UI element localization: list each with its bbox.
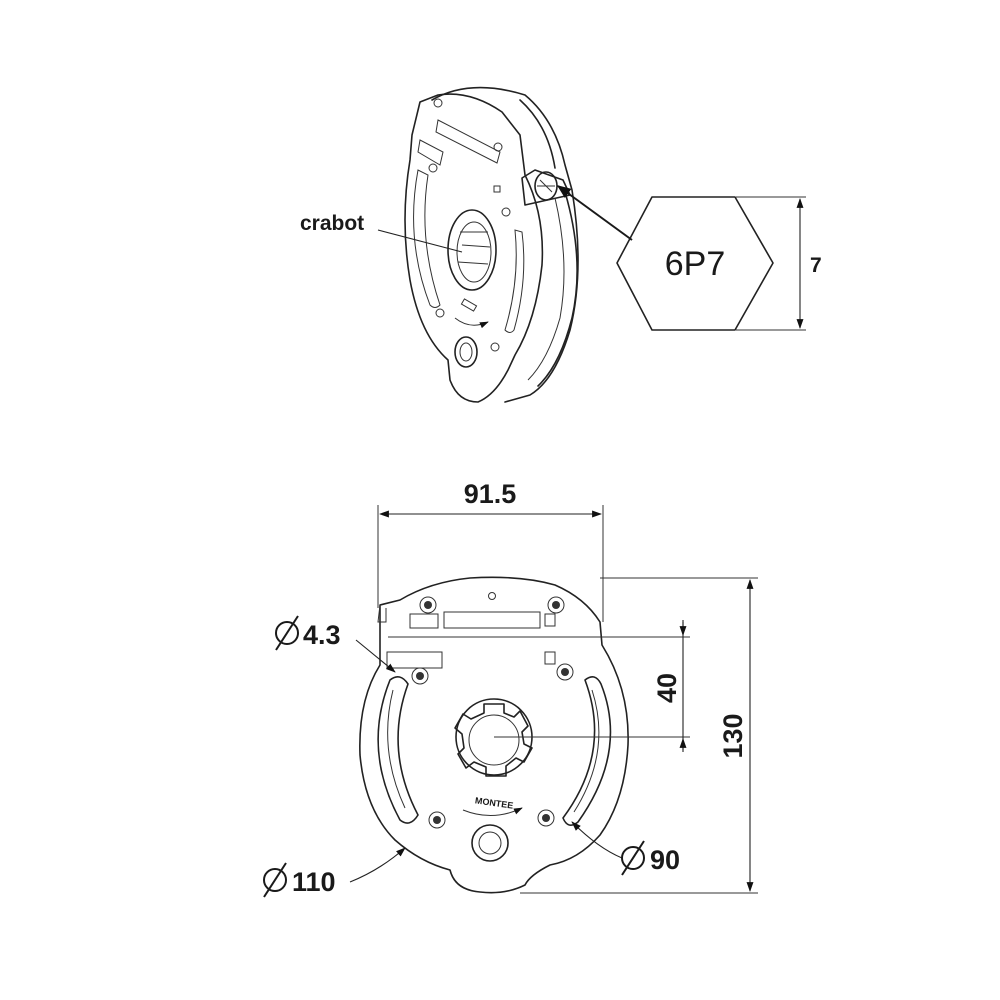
diameter-icon (263, 862, 287, 898)
hex-code-label: 6P7 (665, 245, 726, 283)
hex-callout: 6P7 7 (556, 185, 822, 331)
right-slot (562, 676, 612, 826)
hex-height-label: 7 (810, 254, 822, 277)
hex-symbol (616, 196, 774, 331)
perspective-view (404, 86, 579, 403)
slot-diameter-label: 90 (650, 845, 680, 875)
width-label: 91.5 (464, 479, 517, 509)
left-slot (377, 676, 419, 824)
diameter-icon (621, 840, 645, 876)
slot-diameter-callout: 90 (571, 821, 680, 876)
height-label: 130 (718, 713, 748, 758)
hole-diameter-callout: 4.3 (275, 615, 396, 673)
outer-diameter-callout: 110 (263, 847, 406, 898)
crabot-label: crabot (300, 212, 364, 235)
screw-holes (411, 596, 574, 829)
hole-diameter-label: 4.3 (303, 620, 341, 650)
crabot-leader (377, 229, 463, 253)
offset-dimension: 40 (388, 620, 690, 752)
height-dimension: 130 (520, 577, 758, 894)
direction-label: MONTEE (474, 795, 514, 810)
hex-leader-arrow (556, 185, 633, 241)
diameter-icon (275, 615, 299, 651)
front-view: MONTEE (359, 576, 629, 894)
width-dimension: 91.5 (377, 479, 604, 622)
offset-label: 40 (652, 673, 682, 703)
outer-diameter-label: 110 (292, 867, 336, 897)
